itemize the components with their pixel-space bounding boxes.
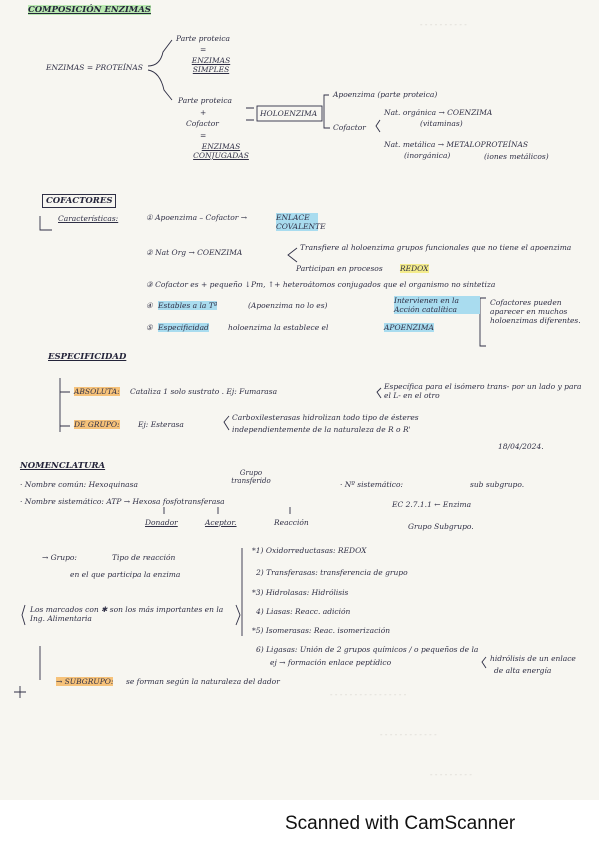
char-4-number: ④	[146, 301, 153, 310]
clase-2: 2) Transferasas: transferencia de grupo	[256, 568, 408, 577]
char-2-redox: REDOX	[400, 264, 429, 273]
clase-6-c: hidrólisis de un enlace	[490, 654, 576, 663]
char-4-note: (Apoenzima no lo es)	[248, 301, 328, 310]
n-sistematico-label: · Nº sistemático:	[340, 480, 404, 489]
clase-1: *1) Oxidorreductasas: REDOX	[252, 546, 367, 555]
cofactor-2-label: Cofactor	[333, 123, 366, 132]
nombre-sistematico: · Nombre sistemático: ATP → Hexosa fosfo…	[20, 497, 225, 506]
aceptor-label: Aceptor.	[205, 518, 237, 527]
cofactores-heading: COFACTORES	[42, 194, 117, 208]
enzimas-simples-label: ENZIMAS SIMPLES	[191, 56, 231, 74]
subgrupo-desc: se forman según la naturaleza del dador	[126, 677, 280, 686]
camscanner-watermark: Scanned with CamScanner	[285, 813, 516, 834]
char-2-note: Transfiere al holoenzima grupos funciona…	[300, 243, 572, 252]
nombre-comun: · Nombre común: Hexoquinasa	[20, 480, 138, 489]
char-5-note: holoenzima la establece el	[228, 323, 329, 332]
grupo-label: DE GRUPO:	[74, 420, 120, 429]
enzimas-label: ENZIMAS = PROTEÍNAS	[46, 63, 143, 72]
iones-label: (iones metálicos)	[484, 152, 549, 161]
absoluta-note: Específica para el isómero trans- por un…	[384, 382, 582, 400]
bleed-text: - - - - - - - - - -	[420, 20, 467, 29]
ec-number: EC 2.7.1.1 ← Enzima	[392, 500, 472, 509]
vitaminas-label: (vitaminas)	[420, 119, 463, 128]
equals-sign: =	[200, 45, 207, 54]
char-1-highlight: ENLACE COVALENTE	[276, 213, 326, 231]
holoenzima-label: HOLOENZIMA	[260, 109, 318, 118]
page-title: COMPOSICIÓN ENZIMAS	[28, 5, 151, 15]
char-5-label: Especificidad	[158, 323, 209, 332]
grupo-subgrupo-label: Grupo Subgrupo.	[408, 522, 474, 531]
char-2-note-b: Participan en procesos	[296, 264, 383, 273]
clase-4: 4) Liasas: Reacc. adición	[256, 607, 351, 616]
bleed-text: - - - - - - - - - - - - - - - -	[330, 690, 407, 699]
nomenclatura-heading: NOMENCLATURA	[20, 461, 106, 471]
apoenzima-label: Apoenzima (parte proteica)	[333, 90, 438, 99]
char-5-number: ⑤	[146, 323, 153, 332]
bleed-text: - - - - - - - - -	[430, 770, 472, 779]
equals-sign-2: =	[200, 131, 207, 140]
enzimas-conjugadas-label: ENZIMAS CONJUGADAS	[193, 142, 249, 160]
grupo-note-2: independientemente de la naturaleza de R…	[232, 425, 411, 434]
parte-proteica-2-label: Parte proteica	[178, 96, 233, 105]
char-5-apoenzima: APOENZIMA	[384, 323, 434, 332]
bleed-text: - - - - - - - - - - - -	[380, 730, 437, 739]
grupo-desc-1: Tipo de reacción	[112, 553, 176, 562]
scanned-page: - - - - - - - - - - - - - - - - - - - - …	[0, 0, 599, 800]
clase-6-b: ej → formación enlace peptídico	[270, 658, 392, 667]
char-1: ① Apoenzima – Cofactor →	[146, 213, 248, 222]
char-3: ③ Cofactor es + pequeño ↓Pm, ↑+ heteroát…	[146, 280, 496, 289]
nat-metalica-label: Nat. metálica → METALOPROTEÍNAS	[384, 140, 529, 149]
inorganica-label: (inorgánica)	[404, 151, 451, 160]
clase-5: *5) Isomerasas: Reac. isomerización	[252, 626, 391, 635]
reaccion-label: Reacción	[274, 518, 309, 527]
importantes-note: Los marcados con ✱ son los más important…	[30, 605, 224, 623]
sub-subgrupo-label: sub subgrupo.	[470, 480, 525, 489]
char-4-accion: Intervienen en la Acción catalítica	[394, 296, 480, 314]
parte-proteica-label: Parte proteica	[176, 34, 231, 43]
absoluta-text: Cataliza 1 solo sustrato . Ej: Fumarasa	[130, 387, 278, 396]
caracteristicas-label: Características:	[58, 214, 119, 223]
absoluta-label: ABSOLUTA:	[74, 387, 120, 396]
char-4-label: Estables a la Tª	[158, 301, 218, 310]
cofactor-label: Cofactor	[186, 119, 219, 128]
cofactores-side-note: Cofactores pueden aparecer en muchos hol…	[490, 298, 581, 325]
scanner-footer: Scanned with CamScanner	[0, 800, 599, 848]
clase-6: 6) Ligasas: Unión de 2 grupos químicos /…	[256, 645, 479, 654]
date-label: 18/04/2024.	[498, 442, 544, 451]
grupo-text: Ej: Esterasa	[138, 420, 184, 429]
grupo-desc-2: en el que participa la enzima	[70, 570, 181, 579]
char-2: ② Nat Org → COENZIMA	[146, 248, 243, 257]
especificidad-heading: ESPECIFICIDAD	[48, 352, 127, 362]
clase-6-d: de alta energía	[494, 666, 552, 675]
grupo-transferido-label: Grupo transferido	[231, 469, 271, 485]
donador-label: Donador	[145, 518, 178, 527]
subgrupo-heading: → SUBGRUPO:	[56, 677, 114, 686]
clase-3: *3) Hidrolasas: Hidrólisis	[252, 588, 349, 597]
grupo-heading: → Grupo:	[42, 553, 77, 562]
nat-organica-label: Nat. orgánica → COENZIMA	[384, 108, 493, 117]
grupo-note-1: Carboxilesterasas hidrolizan todo tipo d…	[232, 413, 419, 422]
plus-sign: +	[200, 108, 207, 117]
